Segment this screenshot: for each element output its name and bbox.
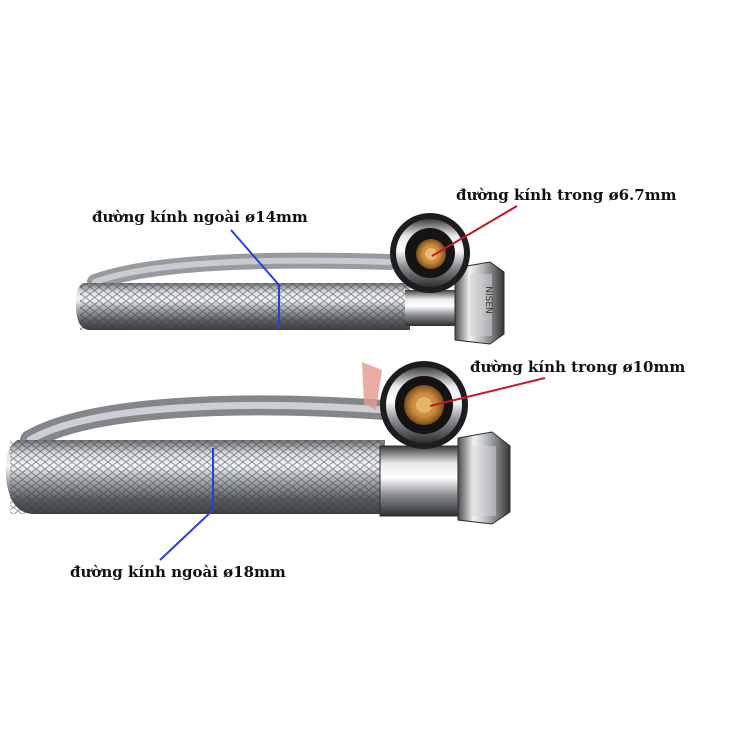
top-outer-diameter-label: đường kính ngoài ø14mm [92,208,308,226]
top-outer-diameter-marker [230,229,280,330]
bottom-outer-diameter-marker [159,448,214,561]
measurement-markers [159,205,546,561]
bottom-fitting [379,431,511,525]
top-inner-diameter-label: đường kính trong ø6.7mm [456,186,677,204]
top-hose: NISEN [76,213,505,345]
top-connector-face [390,213,470,293]
bottom-inner-diameter-marker [429,377,546,407]
bottom-hose [5,361,511,525]
top-inner-diameter-marker [431,205,518,257]
top-fitting: NISEN [405,261,505,345]
bottom-outer-diameter-label: đường kính ngoài ø18mm [70,563,286,581]
fitting-marking: NISEN [483,286,493,314]
bottom-inner-diameter-label: đường kính trong ø10mm [470,358,686,376]
bottom-connector-face [380,361,468,449]
